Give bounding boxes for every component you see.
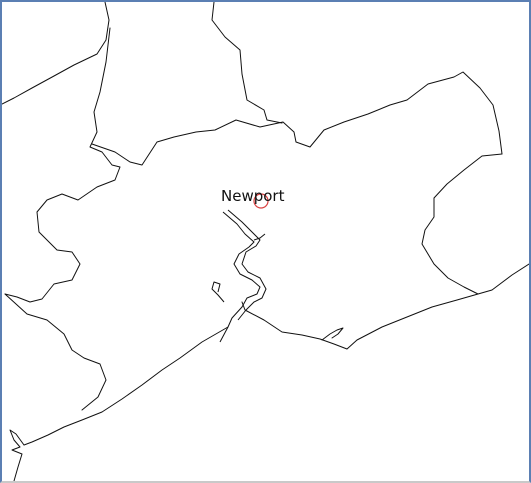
- river-usk: [219, 211, 261, 343]
- river-usk-bank: [227, 209, 267, 321]
- place-label-newport[interactable]: Newport: [221, 187, 285, 205]
- coastal-inlet-east: [321, 327, 344, 341]
- boundary-line-southeast-coast: [241, 293, 479, 350]
- river-tributary-west: [211, 281, 225, 303]
- boundary-line-north-central: [211, 2, 283, 124]
- boundary-line-north: [91, 71, 503, 166]
- boundary-line-northwest: [2, 2, 110, 105]
- boundary-line-west: [4, 27, 121, 303]
- boundary-line-southwest-coast: [23, 326, 229, 446]
- place-marker-icon[interactable]: [253, 193, 269, 209]
- boundary-line-east: [421, 153, 529, 295]
- river-tributary-east: [253, 233, 266, 241]
- coastal-inlet-west: [9, 429, 25, 481]
- boundary-line-southwest: [4, 293, 107, 411]
